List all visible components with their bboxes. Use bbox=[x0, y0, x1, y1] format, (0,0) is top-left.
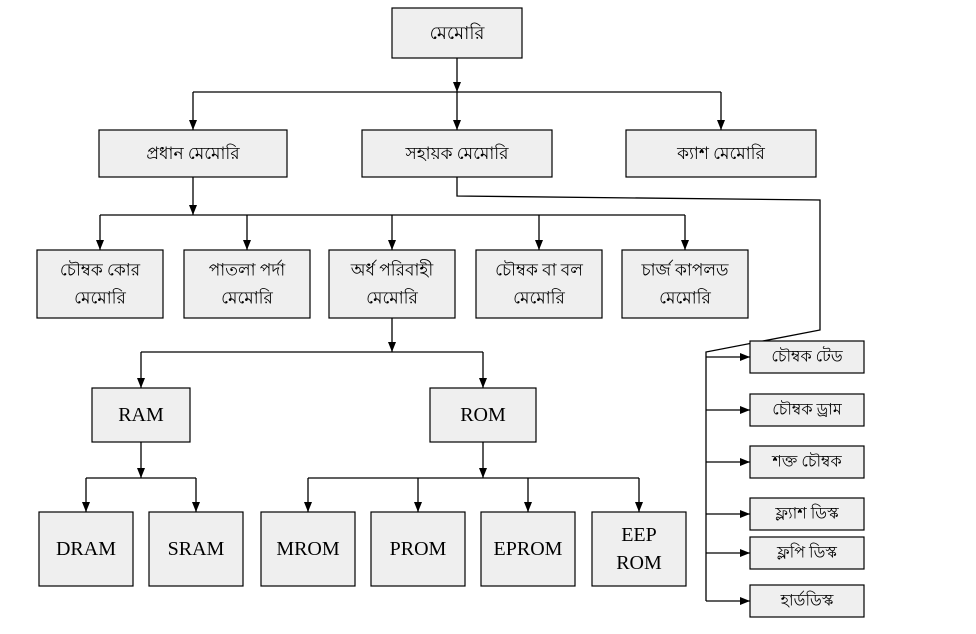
node-label-line-1: EEP bbox=[621, 524, 657, 546]
node-box bbox=[183, 249, 311, 319]
node-rom: ROM bbox=[429, 387, 537, 443]
node-cache-memory: ক্যাশ মেমোরি bbox=[625, 129, 817, 178]
node-box bbox=[148, 511, 244, 587]
node-label: ক্যাশ মেমোরি bbox=[676, 143, 765, 163]
node-box bbox=[91, 387, 191, 443]
node-box bbox=[749, 497, 865, 531]
node-label-line-1: পাতলা পর্দা bbox=[209, 260, 287, 280]
node-label: শক্ত চৌম্বক bbox=[771, 452, 842, 471]
node-ram: RAM bbox=[91, 387, 191, 443]
node-box bbox=[391, 7, 523, 59]
node-label: RAM bbox=[118, 404, 164, 426]
node-label-line-1: চার্জ কাপলড bbox=[640, 260, 729, 280]
node-mrom: MROM bbox=[260, 511, 356, 587]
node-box bbox=[591, 511, 687, 587]
node-label: EPROM bbox=[494, 538, 563, 560]
node-label-line-1: চৌম্বক কোর bbox=[60, 261, 141, 280]
node-prom: PROM bbox=[370, 511, 466, 587]
node-box bbox=[749, 536, 865, 570]
node-label: চৌম্বক টেড bbox=[771, 347, 843, 366]
node-label: মেমোরি bbox=[430, 23, 486, 43]
node-box bbox=[480, 511, 576, 587]
node-eeprom: EEP ROM bbox=[591, 511, 687, 587]
node-label-line-1: চৌম্বক বা বল bbox=[495, 261, 583, 280]
node-memory: মেমোরি bbox=[391, 7, 523, 59]
node-dram: DRAM bbox=[38, 511, 134, 587]
node-label-line-2: মেমোরি bbox=[74, 288, 126, 308]
node-box bbox=[98, 129, 288, 178]
node-label: প্রধান মেমোরি bbox=[146, 143, 240, 163]
node-label: ফ্ল্যাশ ডিস্ক bbox=[774, 504, 839, 523]
node-label: PROM bbox=[390, 538, 447, 560]
node-label-line-1: অর্ধ পরিবাহী bbox=[350, 260, 435, 280]
node-main-memory: প্রধান মেমোরি bbox=[98, 129, 288, 178]
node-label-line-2: মেমোরি bbox=[659, 288, 711, 308]
node-label-line-2: মেমোরি bbox=[513, 288, 565, 308]
node-thin-film-memory: পাতলা পর্দা মেমোরি bbox=[183, 249, 311, 319]
node-eprom: EPROM bbox=[480, 511, 576, 587]
node-box bbox=[361, 129, 553, 178]
edge-auxiliary-route bbox=[456, 177, 821, 601]
node-label: ফ্লপি ডিস্ক bbox=[776, 543, 837, 562]
node-sram: SRAM bbox=[148, 511, 244, 587]
node-semiconductor-memory: অর্ধ পরিবাহী মেমোরি bbox=[328, 249, 456, 319]
node-box bbox=[749, 445, 865, 479]
node-label: ROM bbox=[460, 404, 506, 426]
connectors bbox=[82, 58, 821, 605]
node-box bbox=[328, 249, 456, 319]
node-label-line-2: মেমোরি bbox=[221, 288, 273, 308]
node-bubble-memory: চৌম্বক বা বল মেমোরি bbox=[475, 249, 603, 319]
node-core-memory: চৌম্বক কোর মেমোরি bbox=[36, 249, 164, 319]
node-box bbox=[625, 129, 817, 178]
node-box bbox=[749, 340, 865, 374]
node-hard-disk: হার্ডডিস্ক bbox=[749, 584, 865, 618]
node-box bbox=[370, 511, 466, 587]
node-box bbox=[621, 249, 749, 319]
node-label: চৌম্বক ড্রাম bbox=[772, 400, 843, 419]
node-box bbox=[475, 249, 603, 319]
node-box bbox=[749, 393, 865, 427]
node-box bbox=[260, 511, 356, 587]
node-flash-disk: ফ্ল্যাশ ডিস্ক bbox=[749, 497, 865, 531]
node-auxiliary-memory: সহায়ক মেমোরি bbox=[361, 129, 553, 178]
node-ccd-memory: চার্জ কাপলড মেমোরি bbox=[621, 249, 749, 319]
node-box bbox=[429, 387, 537, 443]
node-label-line-2: মেমোরি bbox=[366, 288, 418, 308]
node-label-line-2: ROM bbox=[616, 552, 662, 574]
node-label: MROM bbox=[276, 538, 340, 560]
node-magnetic-tape: চৌম্বক টেড bbox=[749, 340, 865, 374]
node-label: DRAM bbox=[56, 538, 116, 560]
node-floppy-disk: ফ্লপি ডিস্ক bbox=[749, 536, 865, 570]
node-label: হার্ডডিস্ক bbox=[780, 591, 834, 610]
node-box bbox=[749, 584, 865, 618]
node-label: সহায়ক মেমোরি bbox=[404, 143, 509, 163]
node-label: SRAM bbox=[168, 538, 225, 560]
node-box bbox=[36, 249, 164, 319]
node-box bbox=[38, 511, 134, 587]
node-magnetic-drum: চৌম্বক ড্রাম bbox=[749, 393, 865, 427]
node-hard-magnetic: শক্ত চৌম্বক bbox=[749, 445, 865, 479]
